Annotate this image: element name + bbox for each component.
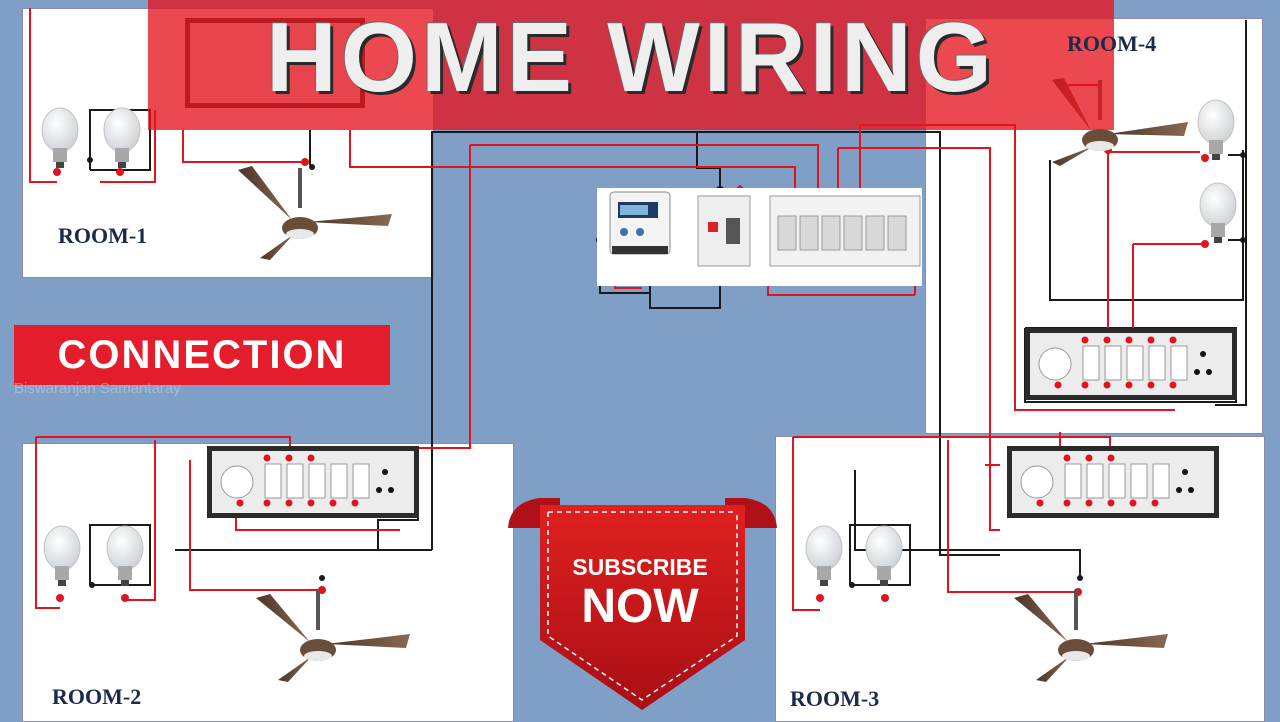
ceiling-fan-icon — [256, 590, 410, 682]
bulb-icon — [805, 525, 843, 586]
subscribe-label: SUBSCRIBE — [572, 554, 708, 580]
room-1-label: ROOM-1 — [58, 223, 148, 248]
bulb-icon — [865, 525, 903, 586]
ceiling-fan-icon — [238, 166, 392, 260]
bulb-icon — [106, 525, 144, 586]
switch-board-room-3 — [1007, 446, 1219, 518]
distribution-panel — [597, 188, 922, 286]
subscribe-button[interactable]: SUBSCRIBE NOW — [540, 553, 740, 633]
page-title: HOME WIRING — [266, 2, 996, 112]
room-4-label: ROOM-4 — [1067, 31, 1157, 56]
main-mcb — [697, 195, 751, 267]
bulb-icon — [1199, 182, 1237, 243]
switch-board-room-2 — [207, 446, 419, 518]
mcb-bank — [769, 195, 921, 267]
ceiling-fan-icon — [1014, 590, 1168, 682]
connection-label: CONNECTION — [14, 325, 390, 385]
energy-meter — [609, 191, 671, 255]
title-banner — [148, 0, 1114, 130]
bulb-icon — [103, 107, 141, 168]
room-2-label: ROOM-2 — [52, 684, 142, 709]
bulb-icon — [1197, 99, 1235, 160]
watermark: Biswaranjan Samantaray — [14, 380, 181, 397]
bulb-icon — [43, 525, 81, 586]
now-label: NOW — [581, 580, 699, 633]
bulb-icon — [41, 107, 79, 168]
subscribe-ribbon — [508, 498, 777, 710]
room-3-label: ROOM-3 — [790, 686, 880, 711]
